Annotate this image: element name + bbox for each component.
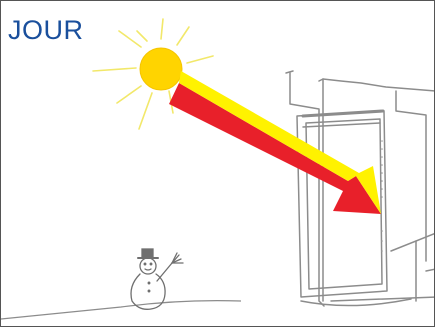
sun-icon: [139, 47, 183, 91]
ground-line: [1, 299, 242, 320]
light-ray-arrow: [169, 83, 381, 214]
page-title: JOUR: [8, 15, 84, 45]
snowman-icon: [130, 248, 184, 310]
curtain-dots: [381, 140, 383, 252]
house-sketch: [285, 70, 434, 307]
sun-rays: [92, 18, 214, 130]
light-ray-arrow-highlight: [179, 71, 381, 214]
